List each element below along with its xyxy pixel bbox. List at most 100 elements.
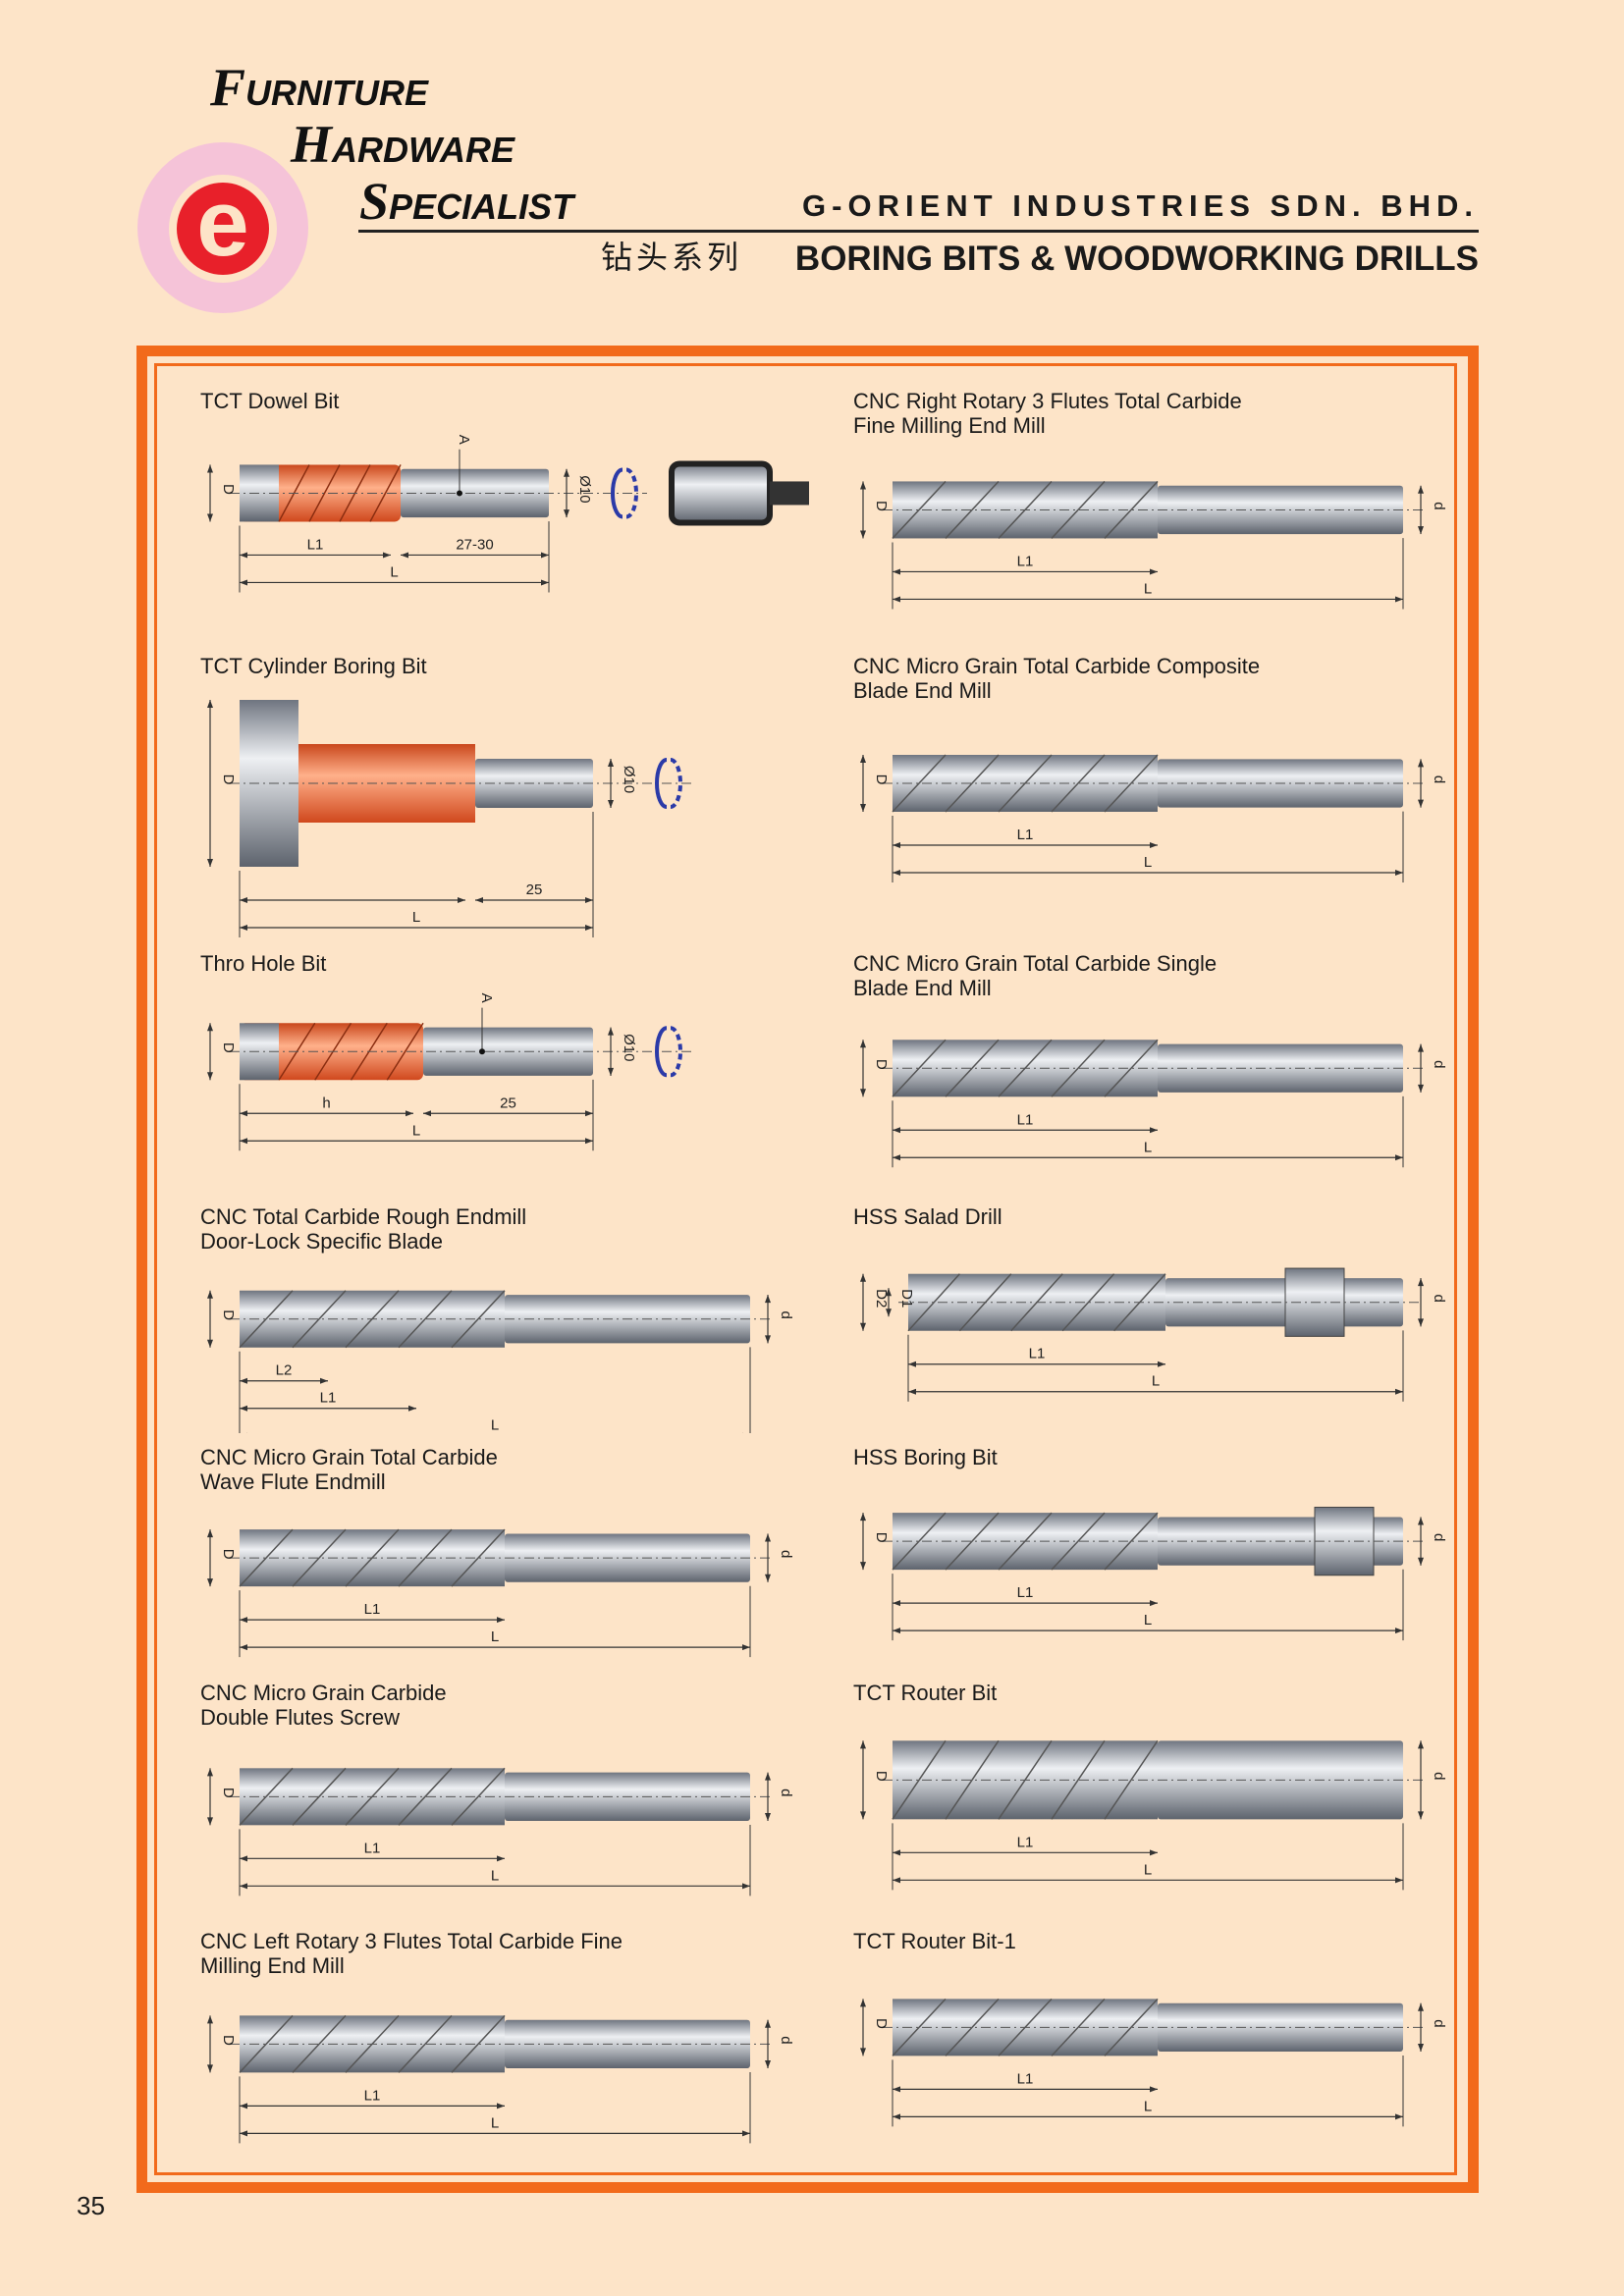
flute-line: [292, 1528, 347, 1587]
dimension-label-extra: A: [456, 435, 472, 445]
leader-dot: [479, 1048, 485, 1055]
product-title-line: Wave Flute Endmill: [200, 1469, 386, 1494]
product-title-line: CNC Micro Grain Total Carbide Single: [853, 951, 1218, 976]
series-title: BORING BITS & WOODWORKING DRILLS: [794, 240, 1479, 278]
dimension-label: L: [1144, 854, 1152, 871]
product-title: CNC Left Rotary 3 Flutes Total Carbide F…: [200, 1929, 623, 1978]
flute-line: [308, 464, 341, 522]
product-title: HSS Boring Bit: [853, 1445, 998, 1469]
product-title-line: CNC Micro Grain Total Carbide: [200, 1445, 498, 1469]
dimension-label: L: [1144, 1139, 1152, 1155]
flute-line: [945, 1739, 1000, 1820]
flute-line: [1104, 1039, 1159, 1097]
product-title-line: TCT Router Bit-1: [853, 1929, 1016, 1953]
dimension-label-left: D: [220, 1042, 237, 1053]
flute-line: [945, 1998, 1000, 2056]
dimension-label-right: Ø10: [621, 766, 637, 793]
flute-line: [1104, 1739, 1159, 1820]
dimension-label: L: [1152, 1373, 1160, 1390]
dimension-label-left: D: [873, 774, 890, 785]
dimension-label: L: [1144, 2098, 1152, 2114]
rotation-arrow-back: [625, 467, 638, 519]
dimension-label: L: [412, 909, 420, 926]
product-title-line: CNC Micro Grain Total Carbide Composite: [853, 654, 1261, 678]
dimension-label-right: d: [778, 2036, 794, 2044]
leader-dot: [457, 490, 462, 497]
dimension-label-right: Ø10: [621, 1034, 637, 1061]
dimension-label-right: d: [778, 1311, 794, 1319]
product-title: HSS Salad Drill: [853, 1204, 1002, 1229]
brand-line-furniture: FURNITURE: [210, 58, 429, 117]
dimension-label: L1: [364, 1840, 381, 1856]
dimension-label: L1: [1029, 1346, 1046, 1362]
flute-line: [398, 1290, 453, 1349]
dimension-label-right: d: [1431, 1060, 1447, 1068]
flute-line: [892, 754, 947, 813]
flute-line: [369, 464, 402, 522]
product-title-line: HSS Boring Bit: [853, 1445, 998, 1469]
flute-line: [451, 2014, 506, 2073]
product-title-line: Blade End Mill: [853, 976, 992, 1000]
flute-line: [945, 754, 1000, 813]
brand-line-hardware: HARDWARE: [291, 115, 515, 174]
flute-line: [451, 1767, 506, 1826]
dimension-label-left: D: [220, 1549, 237, 1560]
dimension-label: L: [1144, 580, 1152, 597]
dimension-label: L1: [1017, 1111, 1034, 1128]
flute-line: [451, 1290, 506, 1349]
header-divider: [358, 230, 1479, 233]
flute-line: [945, 1512, 1000, 1571]
flute-line: [292, 2014, 347, 2073]
flute-line: [239, 1528, 294, 1587]
dimension-label: L1: [320, 1390, 337, 1407]
logo-red-circle: [177, 183, 269, 275]
flute-line: [239, 1290, 294, 1349]
dimension-label-left-inner: D1: [898, 1289, 915, 1308]
dimension-label: L: [491, 1867, 499, 1884]
flute-line: [1051, 754, 1106, 813]
product-title: Thro Hole Bit: [200, 951, 326, 976]
dimension-label-left: D: [873, 1532, 890, 1543]
arrowhead: [886, 1288, 892, 1317]
rotation-arrow-icon: [655, 758, 668, 809]
product-title-line: Door-Lock Specific Blade: [200, 1229, 444, 1254]
dimension-label-left: D: [220, 1309, 237, 1320]
product-title: TCT Dowel Bit: [200, 389, 339, 413]
flute-line: [292, 1767, 347, 1826]
dimension-label: L1: [364, 2087, 381, 2104]
chinese-title: 钻头系列: [601, 239, 743, 276]
dimension-label: L1: [1017, 1834, 1034, 1850]
adapter-thread: [770, 481, 809, 506]
rotation-arrow-icon: [611, 467, 623, 519]
dimension-label: L1: [1017, 827, 1034, 843]
product-title-line: Double Flutes Screw: [200, 1705, 400, 1730]
flute-line: [1104, 1512, 1159, 1571]
dimension-label: L: [491, 1629, 499, 1645]
dimension-label-right: d: [1431, 1295, 1447, 1303]
dimension-label: L: [491, 1417, 499, 1433]
dimension-label: L1: [307, 536, 324, 553]
quick-change-adapter: [669, 460, 773, 526]
dimension-label-right: d: [1431, 775, 1447, 783]
page-number: 35: [77, 2191, 105, 2220]
dimension-label-right: d: [1431, 2019, 1447, 2027]
product-title-line: CNC Right Rotary 3 Flutes Total Carbide: [853, 389, 1242, 413]
flute-line: [1051, 1512, 1106, 1571]
dimension-label: L: [390, 563, 398, 580]
product-title-line: TCT Cylinder Boring Bit: [200, 654, 427, 678]
flute-line: [945, 1039, 1000, 1097]
dimension-label-left: D: [220, 774, 237, 785]
dimension-label-right: d: [778, 1789, 794, 1796]
dimension-label: L: [412, 1122, 420, 1139]
